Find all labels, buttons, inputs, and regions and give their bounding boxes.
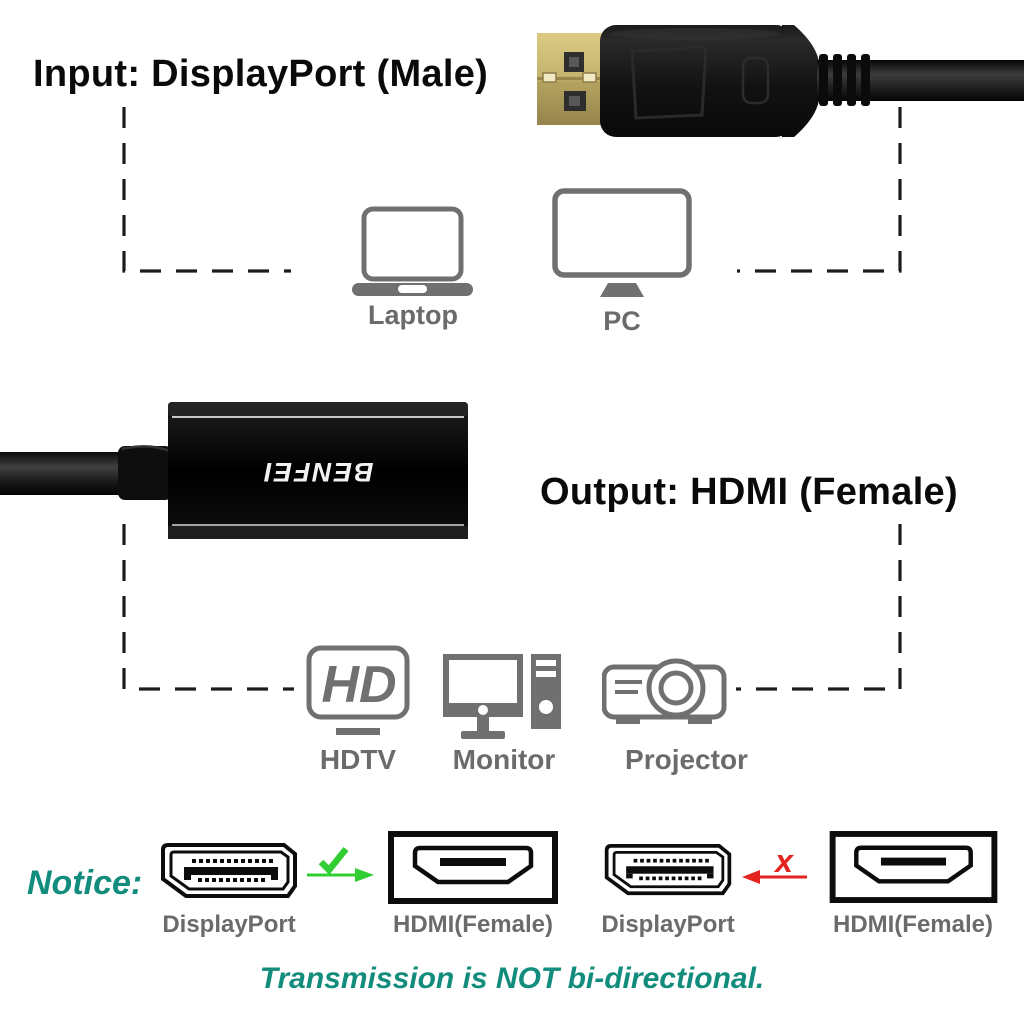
input-title: Input: DisplayPort (Male): [33, 53, 489, 95]
arrow-head-right: [355, 868, 374, 882]
projector-icon: [602, 658, 727, 724]
body-highlight-bottom: [172, 524, 464, 526]
output-title: Output: HDMI (Female): [540, 471, 958, 513]
check-mark: [318, 846, 349, 875]
hdmi-label-blocked: HDMI(Female): [832, 911, 994, 938]
blocked-arrow-icon: x: [742, 846, 807, 884]
notice-label: Notice:: [27, 864, 143, 902]
laptop-label: Laptop: [368, 300, 458, 330]
pc-tower: [531, 654, 561, 729]
monitor-icon: [443, 654, 561, 739]
laptop-icon: [352, 206, 473, 296]
plug-notch: [582, 72, 597, 83]
pc-label: PC: [603, 306, 641, 336]
strain-rib: [819, 54, 828, 106]
latch-button: [741, 56, 770, 105]
dashed-line-input-right: [737, 107, 902, 273]
hdmi-port-icon: [829, 831, 998, 903]
strain-rib: [861, 54, 870, 106]
hdtv-icon: HD: [306, 645, 410, 735]
displayport-label-blocked: DisplayPort: [601, 911, 735, 938]
dashed-line-output-left: [122, 524, 294, 691]
check-arrow-icon: [307, 846, 374, 882]
connector-body: [600, 25, 792, 137]
strain-rib: [847, 54, 856, 106]
projector-lens: [646, 658, 706, 718]
hdmi-adapter-photo: BENFEI: [0, 402, 468, 539]
x-mark: x: [773, 846, 794, 879]
monitor-label: Monitor: [452, 744, 556, 775]
strain-relief: [118, 446, 172, 500]
arrow-head-left: [742, 870, 760, 884]
adapter-cable: [0, 452, 126, 495]
dashed-line-input-left: [122, 107, 291, 273]
grip-texture: [630, 45, 708, 120]
hd-badge: HD: [321, 656, 396, 714]
footnote: Transmission is NOT bi-directional.: [259, 962, 765, 995]
pc-icon: [552, 188, 692, 297]
displayport-label-allowed: DisplayPort: [162, 911, 296, 938]
hdtv-label: HDTV: [319, 744, 397, 775]
plug-notch: [542, 72, 557, 83]
dashed-line-output-right: [736, 524, 902, 691]
displayport-port-icon: [161, 843, 297, 898]
displayport-port-icon: [604, 843, 732, 896]
hdmi-label-allowed: HDMI(Female): [392, 911, 554, 938]
projector-label: Projector: [625, 744, 748, 775]
body-highlight-top: [172, 416, 464, 419]
displayport-cable-photo: [537, 25, 1024, 137]
brand-text: BENFEI: [262, 457, 373, 487]
hdmi-port-icon: [388, 831, 558, 904]
plug-seam: [537, 77, 608, 80]
strain-rib: [833, 54, 842, 106]
